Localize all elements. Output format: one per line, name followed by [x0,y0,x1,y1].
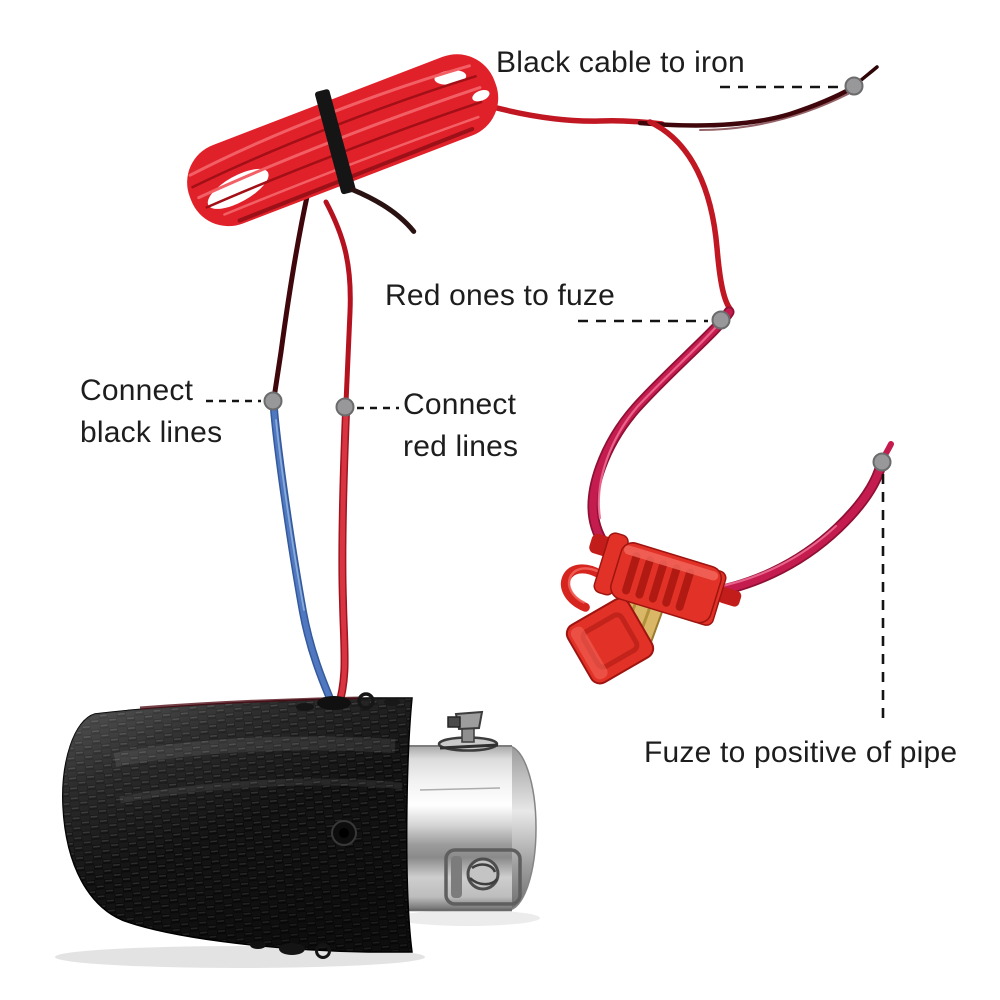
stainless-inlet-pipe [396,745,537,912]
leader-lines [206,85,885,722]
carbon-tip-gloss [62,698,412,952]
zip-tie-icon [315,89,417,234]
red-wire-into-fuse-core [589,308,733,564]
red-wire-branch-down [647,119,734,313]
marker-dot-black-cable [844,76,864,96]
wire-entry-hardware [296,692,400,711]
inline-fuse-holder [561,532,742,685]
mounting-bolt-icon [437,710,499,752]
carbon-tip-highlight-streak2 [119,778,403,804]
carbon-fiber-exhaust-tip [62,692,537,959]
annotation-connect-black-line2: black lines [80,416,223,449]
annotation-connect-red-line1: Connect [403,388,517,421]
black-wire-strand [699,93,849,131]
marker-dot-red-fuze [711,310,731,330]
connection-markers [263,76,892,472]
annotation-connect-black-line1: Connect [80,374,194,407]
blue-wire-to-tip [270,405,338,712]
marker-dot-connect-black [263,391,283,411]
red-wire-out-highlight [710,524,838,590]
fuse-body [561,532,742,626]
annotation-black-cable-to-iron: Black cable to iron [496,46,745,79]
clamp-screw-recess-icon [444,848,522,906]
blue-wire-highlight [275,419,305,611]
red-wire-coil [187,54,499,234]
red-wire-down-mid [323,199,353,406]
black-wire-down-left [271,189,311,401]
fuse-cap-icon [565,597,655,685]
red-wire-out-of-fuse-core [696,461,885,598]
red-wire-to-tip-core [335,409,349,711]
annotation-connect-black-lines: Connect black lines [80,370,222,454]
annotation-connect-red-line2: red lines [403,430,519,463]
tip-set-screw-center [339,828,349,838]
blue-wire-core [271,406,337,711]
black-wire-to-iron [637,85,855,128]
red-wire-out-of-fuse [694,459,887,600]
annotation-fuze-to-positive: Fuze to positive of pipe [644,736,958,769]
tip-bottom-studs [250,941,331,959]
annotation-connect-red-lines: Connect red lines [403,384,518,468]
red-wire-into-fuse-highlight [597,316,726,520]
marker-dot-fuze-positive [872,452,892,472]
marker-dot-connect-red [335,397,355,417]
carbon-tip-highlight-streak [113,736,396,767]
annotation-red-ones-to-fuze: Red ones to fuze [385,279,616,312]
